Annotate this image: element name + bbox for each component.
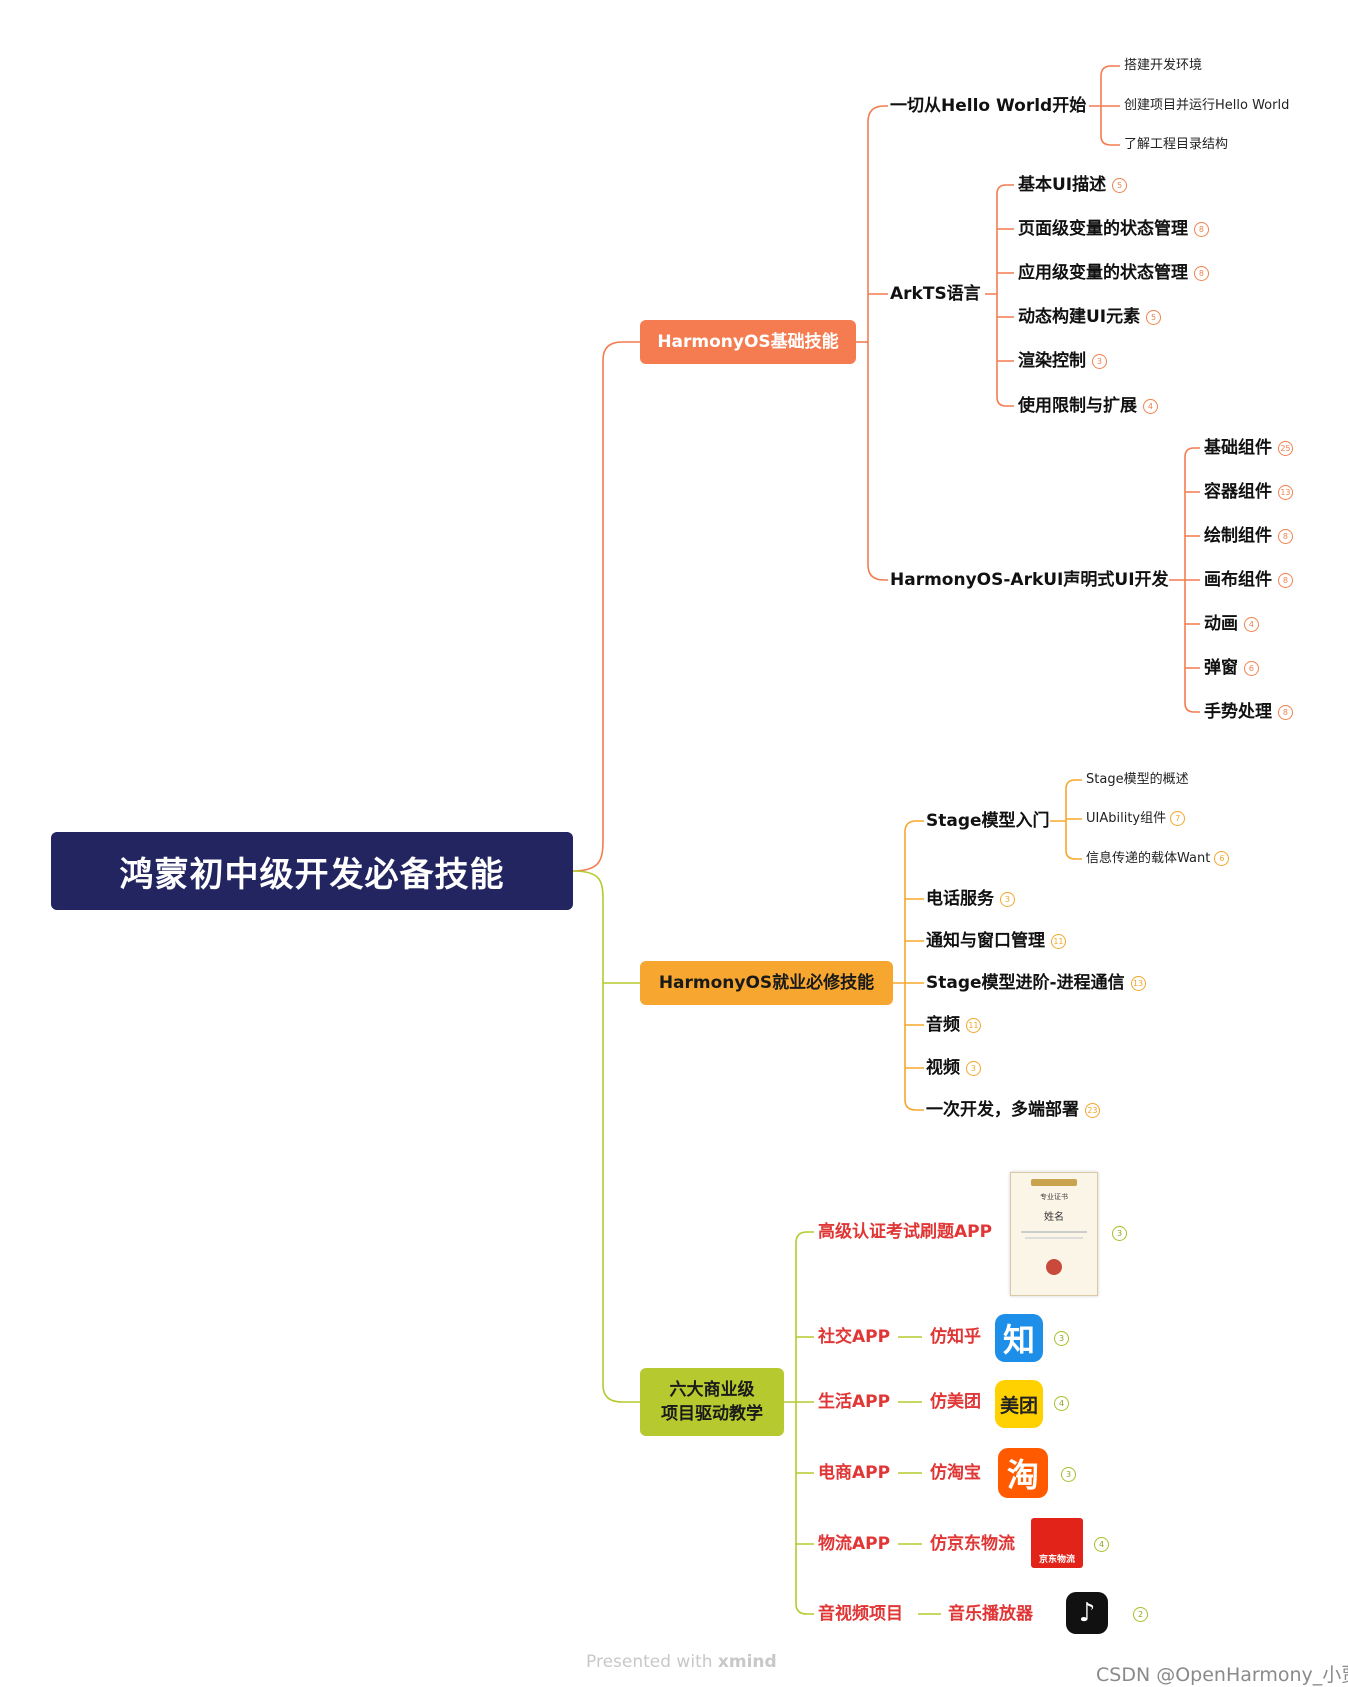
project-1[interactable]: 高级认证考试刷题APP [818, 1222, 993, 1242]
project-4-sub[interactable]: 仿淘宝 [930, 1463, 981, 1483]
leaf-stage-2[interactable]: UIAbility组件 7 [1086, 810, 1186, 828]
project-4[interactable]: 电商APP [818, 1463, 891, 1483]
xmind-brand: xmind [717, 1652, 777, 1672]
count-badge[interactable]: 5 [1146, 309, 1162, 325]
count-badge[interactable]: 4 [1054, 1396, 1069, 1411]
count-badge[interactable]: 3 [1054, 1331, 1069, 1346]
meituan-icon: 美团 [995, 1380, 1043, 1428]
leaf-arkts-1[interactable]: 基本UI描述 5 [1018, 174, 1128, 196]
root-topic[interactable]: 鸿蒙初中级开发必备技能 [51, 832, 573, 910]
subtopic-stage[interactable]: Stage模型入门 [926, 811, 1050, 831]
count-badge[interactable]: 3 [999, 891, 1015, 907]
count-badge[interactable]: 2 [1133, 1607, 1148, 1622]
leaf-job-2[interactable]: 通知与窗口管理 11 [926, 930, 1066, 952]
project-2-sub[interactable]: 仿知乎 [930, 1327, 981, 1347]
topic-harmonyos-job[interactable]: HarmonyOS就业必修技能 [640, 961, 893, 1005]
leaf-hello-3[interactable]: 了解工程目录结构 [1124, 137, 1229, 152]
count-badge[interactable]: 13 [1130, 975, 1146, 991]
leaf-stage-3[interactable]: 信息传递的载体Want 6 [1086, 850, 1230, 868]
leaf-arkts-4[interactable]: 动态构建UI元素 5 [1018, 306, 1162, 328]
csdn-watermark: CSDN @OpenHarmony_小贾 [1096, 1664, 1348, 1686]
leaf-stage-1[interactable]: Stage模型的概述 [1086, 772, 1189, 787]
subtopic-hello-world[interactable]: 一切从Hello World开始 [890, 96, 1087, 116]
topic-projects-line1: 六大商业级 [669, 1380, 755, 1400]
certificate-name: 姓名 [1044, 1212, 1064, 1223]
leaf-job-1[interactable]: 电话服务 3 [926, 888, 1015, 910]
count-badge[interactable]: 8 [1193, 265, 1209, 281]
leaf-job-3[interactable]: Stage模型进阶-进程通信 13 [926, 972, 1146, 994]
leaf-hello-1[interactable]: 搭建开发环境 [1124, 58, 1203, 73]
project-6[interactable]: 音视频项目 [818, 1604, 903, 1624]
count-badge[interactable]: 3 [1091, 353, 1107, 369]
count-badge[interactable]: 25 [1277, 440, 1293, 456]
count-badge[interactable]: 11 [965, 1017, 981, 1033]
leaf-arkts-3[interactable]: 应用级变量的状态管理 8 [1018, 262, 1209, 284]
leaf-arkts-5[interactable]: 渲染控制 3 [1018, 350, 1107, 372]
count-badge[interactable]: 6 [1243, 660, 1259, 676]
leaf-arkui-3[interactable]: 绘制组件 8 [1204, 525, 1293, 547]
count-badge[interactable]: 4 [1094, 1537, 1109, 1552]
leaf-arkui-5[interactable]: 动画 4 [1204, 613, 1259, 635]
zhihu-icon: 知 [995, 1314, 1043, 1362]
jd-logistics-icon: 京东物流 [1031, 1518, 1083, 1568]
tiktok-icon: ♪ [1066, 1592, 1108, 1634]
subtopic-arkts[interactable]: ArkTS语言 [890, 284, 981, 304]
leaf-arkts-6[interactable]: 使用限制与扩展 4 [1018, 395, 1158, 417]
leaf-job-6[interactable]: 一次开发，多端部署 23 [926, 1099, 1100, 1121]
taobao-icon: 淘 [998, 1448, 1048, 1498]
certificate-icon: 专业证书 姓名 [1010, 1172, 1098, 1296]
leaf-job-5[interactable]: 视频 3 [926, 1057, 981, 1079]
certificate-header: 专业证书 [1040, 1193, 1068, 1201]
count-badge[interactable]: 4 [1142, 398, 1158, 414]
leaf-arkui-4[interactable]: 画布组件 8 [1204, 569, 1293, 591]
count-badge[interactable]: 7 [1170, 811, 1186, 826]
count-badge[interactable]: 8 [1277, 704, 1293, 720]
topic-projects[interactable]: 六大商业级 项目驱动教学 [640, 1368, 784, 1436]
presented-with: Presented with xmind [586, 1652, 777, 1672]
project-3-sub[interactable]: 仿美团 [930, 1392, 981, 1412]
count-badge[interactable]: 11 [1050, 933, 1066, 949]
leaf-arkui-7[interactable]: 手势处理 8 [1204, 701, 1293, 723]
count-badge[interactable]: 8 [1277, 528, 1293, 544]
count-badge[interactable]: 3 [1112, 1226, 1127, 1241]
project-2[interactable]: 社交APP [818, 1327, 891, 1347]
project-3[interactable]: 生活APP [818, 1392, 891, 1412]
count-badge[interactable]: 8 [1277, 572, 1293, 588]
count-badge[interactable]: 4 [1243, 616, 1259, 632]
project-5[interactable]: 物流APP [818, 1534, 891, 1554]
leaf-arkts-2[interactable]: 页面级变量的状态管理 8 [1018, 218, 1209, 240]
leaf-job-4[interactable]: 音频 11 [926, 1014, 981, 1036]
count-badge[interactable]: 5 [1112, 177, 1128, 193]
count-badge[interactable]: 23 [1084, 1102, 1100, 1118]
leaf-arkui-2[interactable]: 容器组件 13 [1204, 481, 1293, 503]
leaf-hello-2[interactable]: 创建项目并运行Hello World [1124, 98, 1290, 113]
count-badge[interactable]: 6 [1214, 851, 1230, 866]
leaf-arkui-6[interactable]: 弹窗 6 [1204, 657, 1259, 679]
topic-projects-line2: 项目驱动教学 [661, 1404, 763, 1424]
project-5-sub[interactable]: 仿京东物流 [930, 1534, 1015, 1554]
project-6-sub[interactable]: 音乐播放器 [948, 1604, 1033, 1624]
topic-harmonyos-basic[interactable]: HarmonyOS基础技能 [640, 320, 856, 364]
count-badge[interactable]: 3 [965, 1060, 981, 1076]
count-badge[interactable]: 13 [1277, 484, 1293, 500]
subtopic-arkui[interactable]: HarmonyOS-ArkUI声明式UI开发 [890, 570, 1169, 590]
leaf-arkui-1[interactable]: 基础组件 25 [1204, 437, 1293, 459]
count-badge[interactable]: 3 [1061, 1467, 1076, 1482]
count-badge[interactable]: 8 [1193, 221, 1209, 237]
